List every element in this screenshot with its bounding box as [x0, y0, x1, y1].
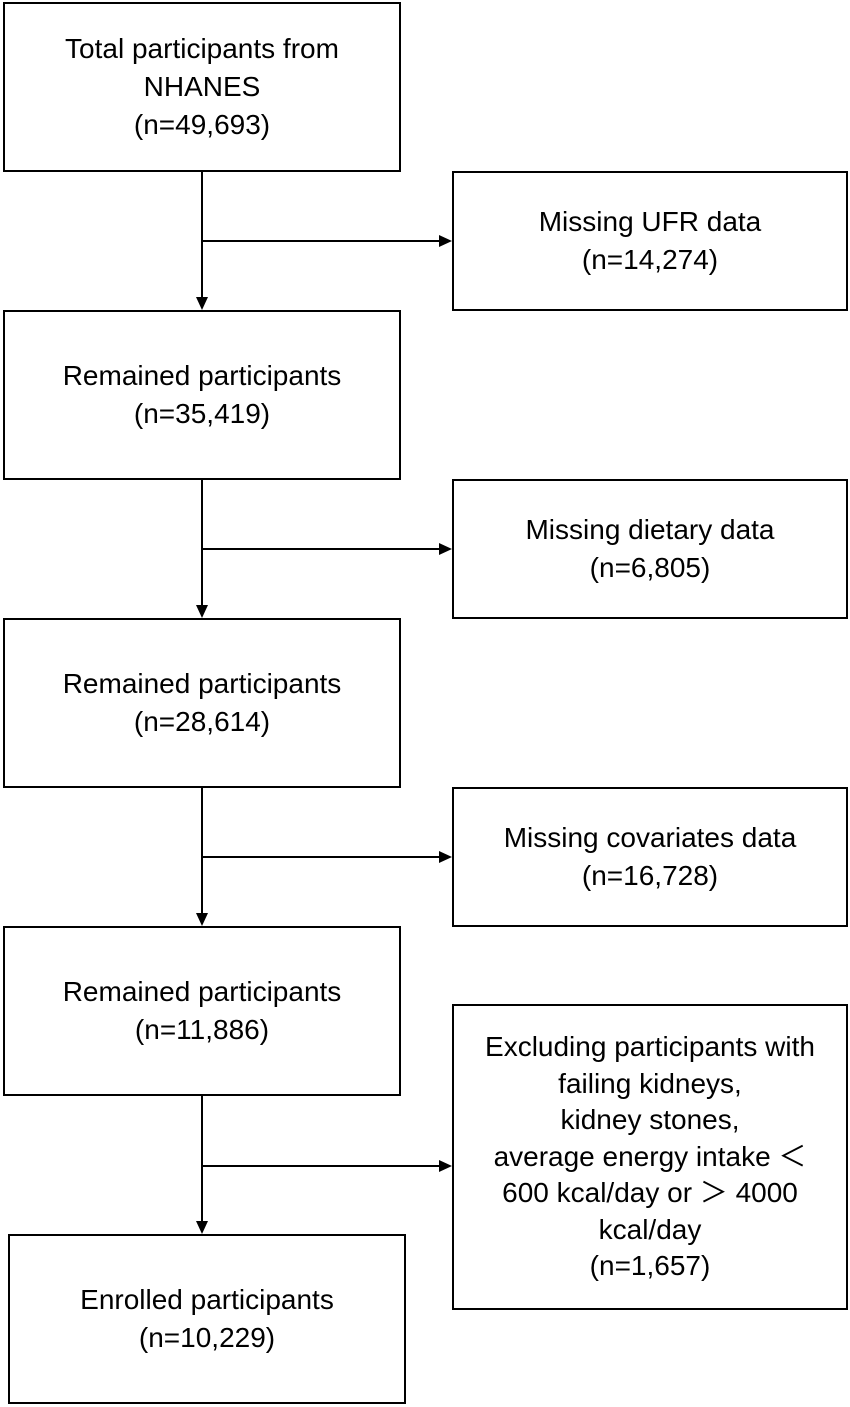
box-line: (n=28,614) — [133, 706, 271, 737]
arrow-right-3 — [202, 851, 452, 863]
arrow-down-1 — [196, 171, 208, 310]
box-line: (n=11,886) — [134, 1014, 270, 1045]
arrow-right-2 — [202, 543, 452, 555]
box-line: kcal/day — [598, 1213, 702, 1245]
box-line: (n=6,805) — [589, 552, 711, 583]
arrow-down-4 — [196, 1095, 208, 1234]
enrolled-participants-box: Enrolled participants (n=10,229) — [8, 1234, 406, 1404]
missing-dietary-box: Missing dietary data (n=6,805) — [452, 479, 848, 619]
total-participants-box: Total participants from NHANES (n=49,693… — [3, 2, 401, 172]
box-line: Remained participants — [62, 360, 342, 391]
box-line: Total participants from — [65, 33, 339, 64]
remained-participants-box-2: Remained participants (n=28,614) — [3, 618, 401, 788]
box-line: (n=16,728) — [581, 860, 719, 891]
missing-ufr-box: Missing UFR data (n=14,274) — [452, 171, 848, 311]
excluding-participants-box: Excluding participants with failing kidn… — [452, 1004, 848, 1310]
box-line: Missing dietary data — [525, 514, 775, 545]
box-line: Missing UFR data — [538, 206, 762, 237]
box-line: NHANES — [143, 71, 261, 102]
box-line: Remained participants — [62, 668, 342, 699]
box-line: (n=10,229) — [138, 1322, 276, 1353]
box-line: Missing covariates data — [503, 822, 797, 853]
missing-covariates-box: Missing covariates data (n=16,728) — [452, 787, 848, 927]
box-line: (n=49,693) — [133, 109, 271, 140]
box-line: Enrolled participants — [80, 1284, 334, 1315]
arrow-right-4 — [202, 1160, 452, 1172]
box-line: Excluding participants with — [485, 1031, 815, 1063]
arrow-down-2 — [196, 479, 208, 618]
box-line: (n=14,274) — [581, 244, 719, 275]
remained-participants-box-1: Remained participants (n=35,419) — [3, 310, 401, 480]
arrow-down-3 — [196, 787, 208, 926]
remained-participants-box-3: Remained participants (n=11,886) — [3, 926, 401, 1096]
box-line: kidney stones, — [560, 1104, 740, 1136]
box-line: (n=35,419) — [133, 398, 271, 429]
box-line: 600 kcal/day or ＞ 4000 — [502, 1177, 798, 1209]
box-line: average energy intake ＜ — [493, 1140, 807, 1172]
box-line: (n=1,657) — [589, 1250, 711, 1282]
box-line: Remained participants — [62, 976, 342, 1007]
arrow-right-1 — [202, 235, 452, 247]
box-line: failing kidneys, — [558, 1067, 742, 1099]
